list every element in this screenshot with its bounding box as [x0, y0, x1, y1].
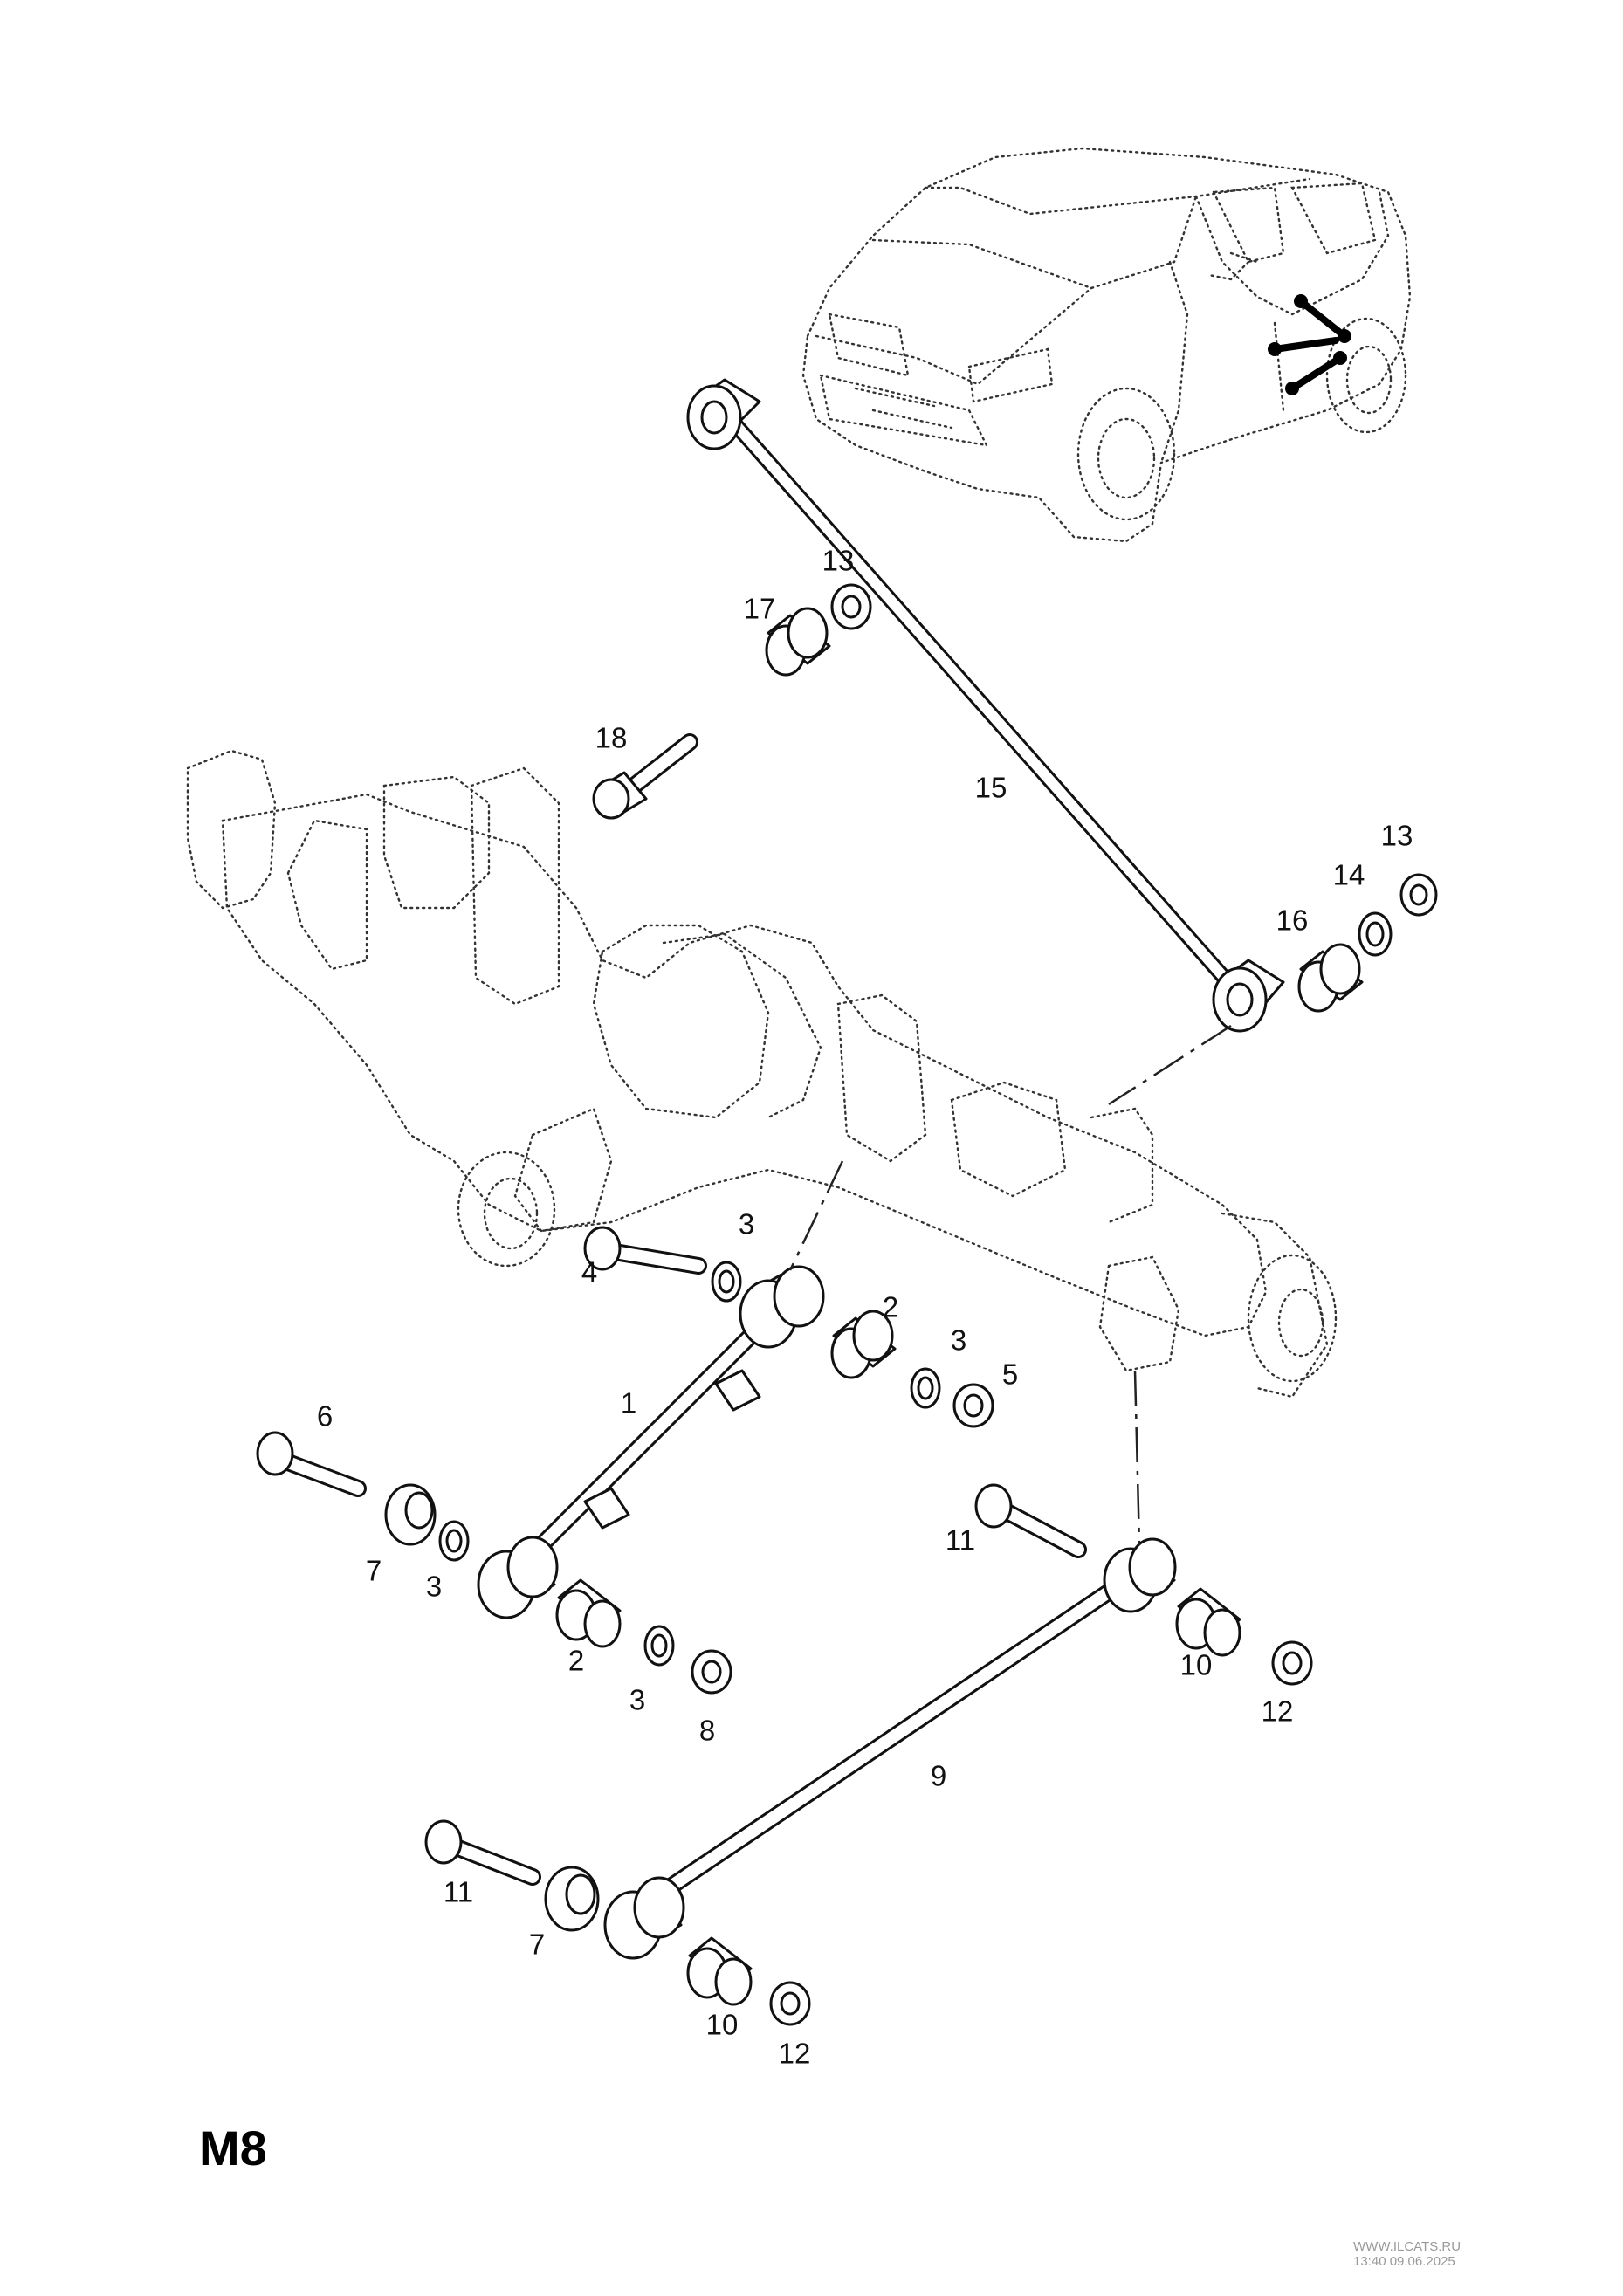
watermark-timestamp: 13:40 09.06.2025 — [1353, 2254, 1455, 2269]
callout-14: 14 — [1333, 859, 1365, 891]
callout-11-b: 11 — [444, 1876, 473, 1908]
part-9-lateral-rod — [603, 1537, 1177, 1960]
callout-7-a: 7 — [366, 1555, 382, 1587]
callout-10-b: 10 — [706, 2009, 739, 2041]
assembly-centerlines — [788, 1024, 1232, 1546]
part-13-nut-upper — [830, 583, 872, 630]
part-6-bolt — [256, 1431, 367, 1497]
part-2-bushing-a — [830, 1310, 897, 1379]
part-1-lower-arm — [477, 1265, 825, 1619]
callout-3-a: 3 — [739, 1208, 754, 1241]
part-12-nut-b — [769, 1981, 811, 2026]
part-17-bushing — [765, 607, 831, 677]
callout-12-b: 12 — [779, 2038, 811, 2070]
callout-16: 16 — [1276, 904, 1309, 937]
part-3-washer-c — [438, 1520, 470, 1562]
part-10-bushing-a — [1175, 1587, 1241, 1657]
part-16-bushing — [1297, 943, 1364, 1013]
callout-17: 17 — [744, 593, 776, 625]
part-3-washer-b — [910, 1367, 941, 1409]
callout-5: 5 — [1002, 1358, 1018, 1391]
callout-3-c: 3 — [426, 1571, 442, 1603]
part-11-bolt-a — [974, 1483, 1087, 1558]
highlight-links-icon — [1268, 294, 1351, 395]
callout-1: 1 — [621, 1387, 636, 1420]
part-3-washer-a — [711, 1261, 742, 1303]
callout-13-right: 13 — [1381, 820, 1413, 852]
callout-3-b: 3 — [951, 1324, 966, 1357]
part-2-bushing-b — [555, 1578, 622, 1648]
callout-12-a: 12 — [1262, 1695, 1294, 1728]
callout-3-d: 3 — [629, 1684, 645, 1716]
callout-7-b: 7 — [529, 1928, 545, 1961]
part-5-nut — [952, 1383, 994, 1428]
part-3-washer-d — [643, 1625, 675, 1667]
callout-11-a: 11 — [946, 1524, 975, 1557]
callout-9: 9 — [931, 1760, 946, 1792]
part-13-nut-right — [1399, 873, 1438, 917]
part-11-bolt-b — [424, 1819, 541, 1886]
vehicle-overview-illustration — [801, 147, 1412, 543]
rear-axle-housing-illustration — [186, 749, 1338, 1399]
part-4-bolt — [583, 1226, 707, 1275]
part-18-bolt — [592, 733, 698, 820]
callout-4: 4 — [581, 1256, 597, 1289]
part-7-bushing-a — [384, 1483, 437, 1546]
part-8-nut — [691, 1649, 732, 1695]
part-12-nut-a — [1271, 1640, 1313, 1686]
callout-8: 8 — [699, 1715, 715, 1747]
part-10-bushing-b — [686, 1936, 753, 2006]
watermark-site: WWW.ILCATS.RU — [1353, 2239, 1461, 2254]
callout-10-a: 10 — [1180, 1649, 1213, 1681]
callout-18: 18 — [595, 722, 628, 754]
callout-15: 15 — [975, 772, 1007, 804]
callout-2-a: 2 — [883, 1291, 898, 1323]
callout-2-b: 2 — [568, 1645, 584, 1677]
part-14-washer — [1358, 911, 1393, 957]
callout-6: 6 — [317, 1400, 333, 1433]
part-15-upper-rod — [686, 378, 1285, 1033]
callout-13-upper: 13 — [822, 545, 855, 577]
callout-labels: 13 17 18 15 13 14 16 3 4 2 3 5 1 6 7 3 2… — [317, 545, 1413, 2070]
sheet-code: M8 — [199, 2121, 267, 2176]
part-7-bushing-b — [544, 1866, 600, 1932]
